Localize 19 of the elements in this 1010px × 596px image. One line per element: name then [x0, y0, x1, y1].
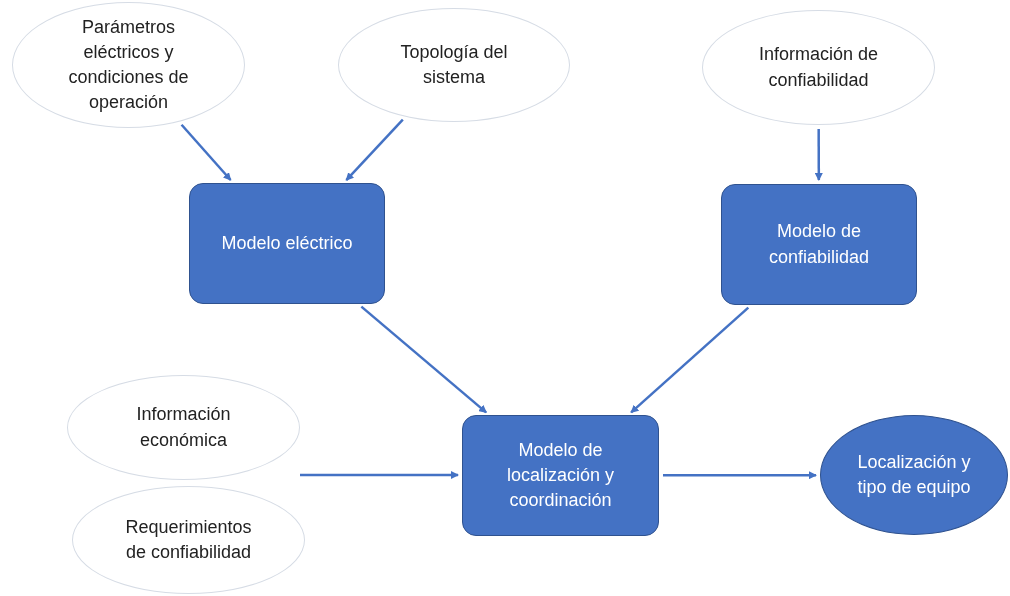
- arrow: [360, 305, 487, 414]
- process-box: [189, 183, 385, 304]
- process-box: [462, 415, 659, 536]
- arrow: [300, 471, 459, 479]
- arrow: [180, 123, 232, 181]
- node-label: Localización y tipo de equipo: [856, 450, 972, 499]
- arrow: [814, 129, 823, 181]
- node-label: Información de confiabilidad: [757, 43, 880, 92]
- arrow: [630, 306, 750, 414]
- arrow: [663, 471, 817, 480]
- node-label: Modelo de localización y coordinación: [505, 438, 616, 513]
- arrow: [345, 118, 404, 181]
- node-label: Modelo eléctrico: [221, 231, 353, 255]
- node-label: Información económica: [135, 403, 232, 452]
- node-label: Topología del sistema: [399, 40, 509, 89]
- node-label: Modelo de confiabilidad: [767, 220, 871, 269]
- node-label: Parámetros eléctricos y condiciones de operación: [67, 15, 190, 115]
- process-box: [721, 184, 917, 305]
- node-label: Requerimientos de confiabilidad: [124, 515, 253, 564]
